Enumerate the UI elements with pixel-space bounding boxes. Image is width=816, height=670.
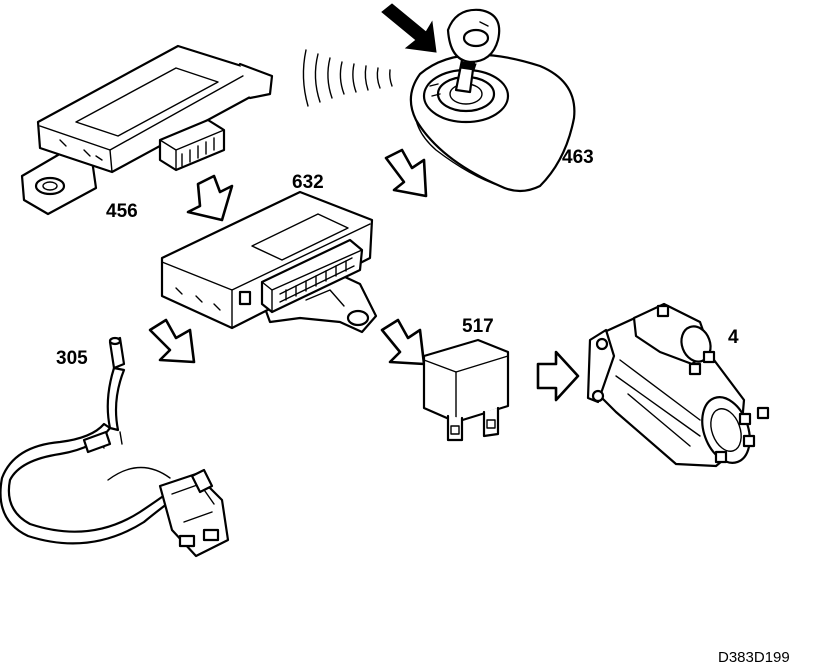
key-icon [446, 8, 501, 94]
insert-arrow-icon [381, 3, 437, 53]
flow-arrow-icon [148, 148, 580, 402]
label-sensor: 305 [56, 348, 88, 369]
antenna-module-icon [20, 44, 274, 216]
label-control-module: 632 [292, 172, 324, 193]
temperature-sensor-icon [0, 336, 230, 558]
figure-reference: D383D199 [718, 649, 790, 666]
signal-waves-icon [302, 49, 393, 107]
label-relay: 517 [462, 316, 494, 337]
label-antenna-module: 456 [106, 201, 138, 222]
control-module-icon [160, 190, 378, 334]
ignition-switch-icon [409, 53, 576, 193]
relay-icon [422, 338, 510, 442]
starter-motor-icon [586, 302, 770, 468]
label-starter-motor: 4 [728, 327, 739, 348]
label-ignition-switch: 463 [562, 147, 594, 168]
